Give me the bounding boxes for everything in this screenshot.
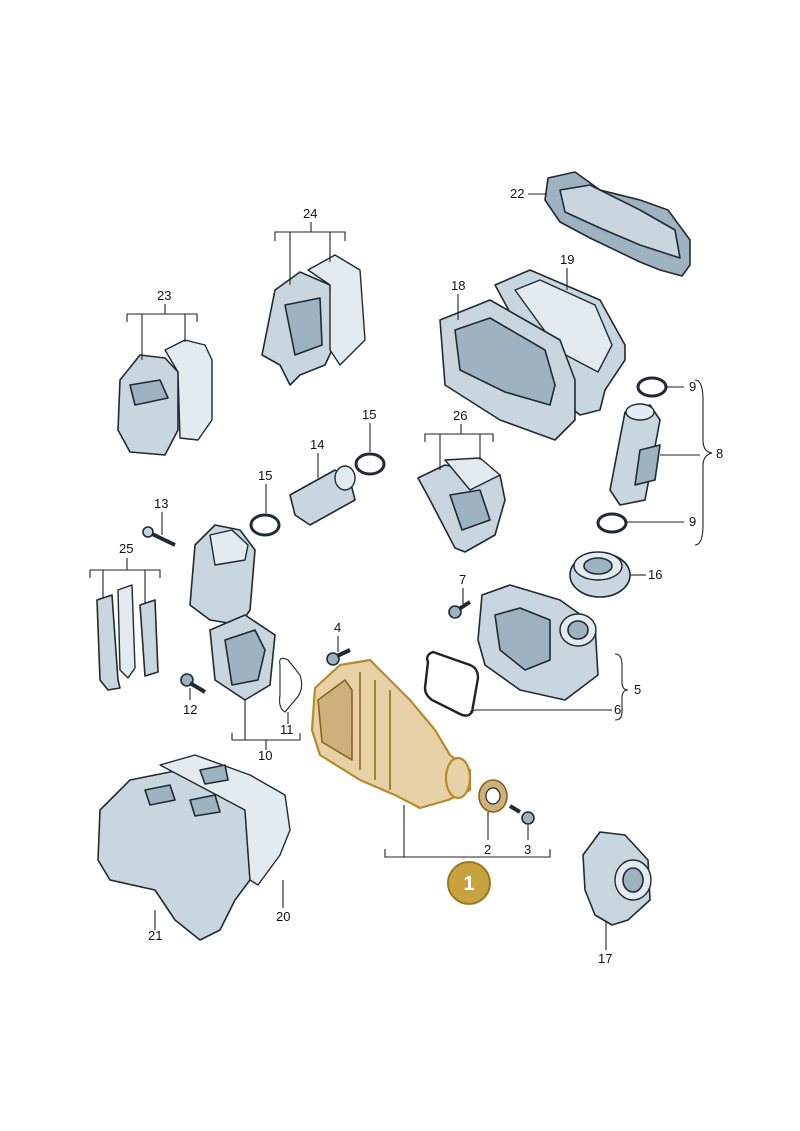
seal-9-bottom [596, 512, 628, 534]
label-13: 13 [154, 496, 168, 511]
bracket-25 [89, 569, 161, 578]
part-26-duct [417, 457, 506, 553]
label-15a: 15 [258, 468, 272, 483]
part-5-housing [477, 584, 599, 701]
label-10: 10 [258, 748, 272, 763]
part-7-bolt [448, 600, 472, 619]
label-7: 7 [459, 572, 466, 587]
part-20-21-shield [97, 754, 291, 941]
label-20: 20 [276, 909, 290, 924]
seal-9-top [636, 376, 668, 398]
part-16-flange [569, 551, 631, 598]
label-26: 26 [453, 408, 467, 423]
label-12: 12 [183, 702, 197, 717]
label-1: 1 [463, 873, 474, 895]
label-22: 22 [510, 186, 524, 201]
label-24: 24 [303, 206, 317, 221]
brace-8 [694, 379, 713, 546]
callout-badge-1[interactable]: 1 [447, 861, 491, 905]
label-17: 17 [598, 951, 612, 966]
part-3-bolt [508, 804, 535, 825]
label-2: 2 [484, 842, 491, 857]
part-18-19-airbox [439, 269, 626, 441]
part-1-supercharger [310, 658, 508, 813]
leader-6 [469, 709, 612, 713]
part-25-clips [96, 584, 159, 691]
label-25: 25 [119, 541, 133, 556]
part-8-pipe [596, 376, 668, 534]
part-10-housing [189, 524, 276, 701]
part-12-bolt [180, 673, 207, 694]
clamp-15-left [249, 513, 281, 537]
clamp-15-right [354, 452, 386, 476]
bracket-24 [274, 231, 346, 241]
label-4: 4 [334, 620, 341, 635]
label-15b: 15 [362, 407, 376, 422]
part-22-bracket [544, 171, 691, 277]
part-17-elbow [582, 831, 652, 926]
label-16: 16 [648, 567, 662, 582]
label-19: 19 [560, 252, 574, 267]
label-9b: 9 [689, 514, 696, 529]
label-5: 5 [634, 682, 641, 697]
label-6: 6 [614, 702, 621, 717]
label-8: 8 [716, 446, 723, 461]
label-9a: 9 [689, 379, 696, 394]
label-3: 3 [524, 842, 531, 857]
label-11: 11 [280, 722, 294, 737]
bracket-26 [424, 433, 494, 442]
part-13-screw [142, 526, 176, 547]
label-21: 21 [148, 928, 162, 943]
gasket-6 [423, 650, 480, 717]
part-24-cover [261, 254, 366, 386]
part-23-boxes [117, 339, 213, 456]
brace-5 [614, 653, 629, 721]
label-23: 23 [157, 288, 171, 303]
part-4-bolt [326, 648, 351, 666]
label-18: 18 [451, 278, 465, 293]
label-14: 14 [310, 437, 324, 452]
bracket-1 [384, 849, 551, 858]
bracket-23 [126, 313, 198, 322]
part-14-hose [249, 452, 386, 537]
gasket-11 [279, 657, 303, 713]
